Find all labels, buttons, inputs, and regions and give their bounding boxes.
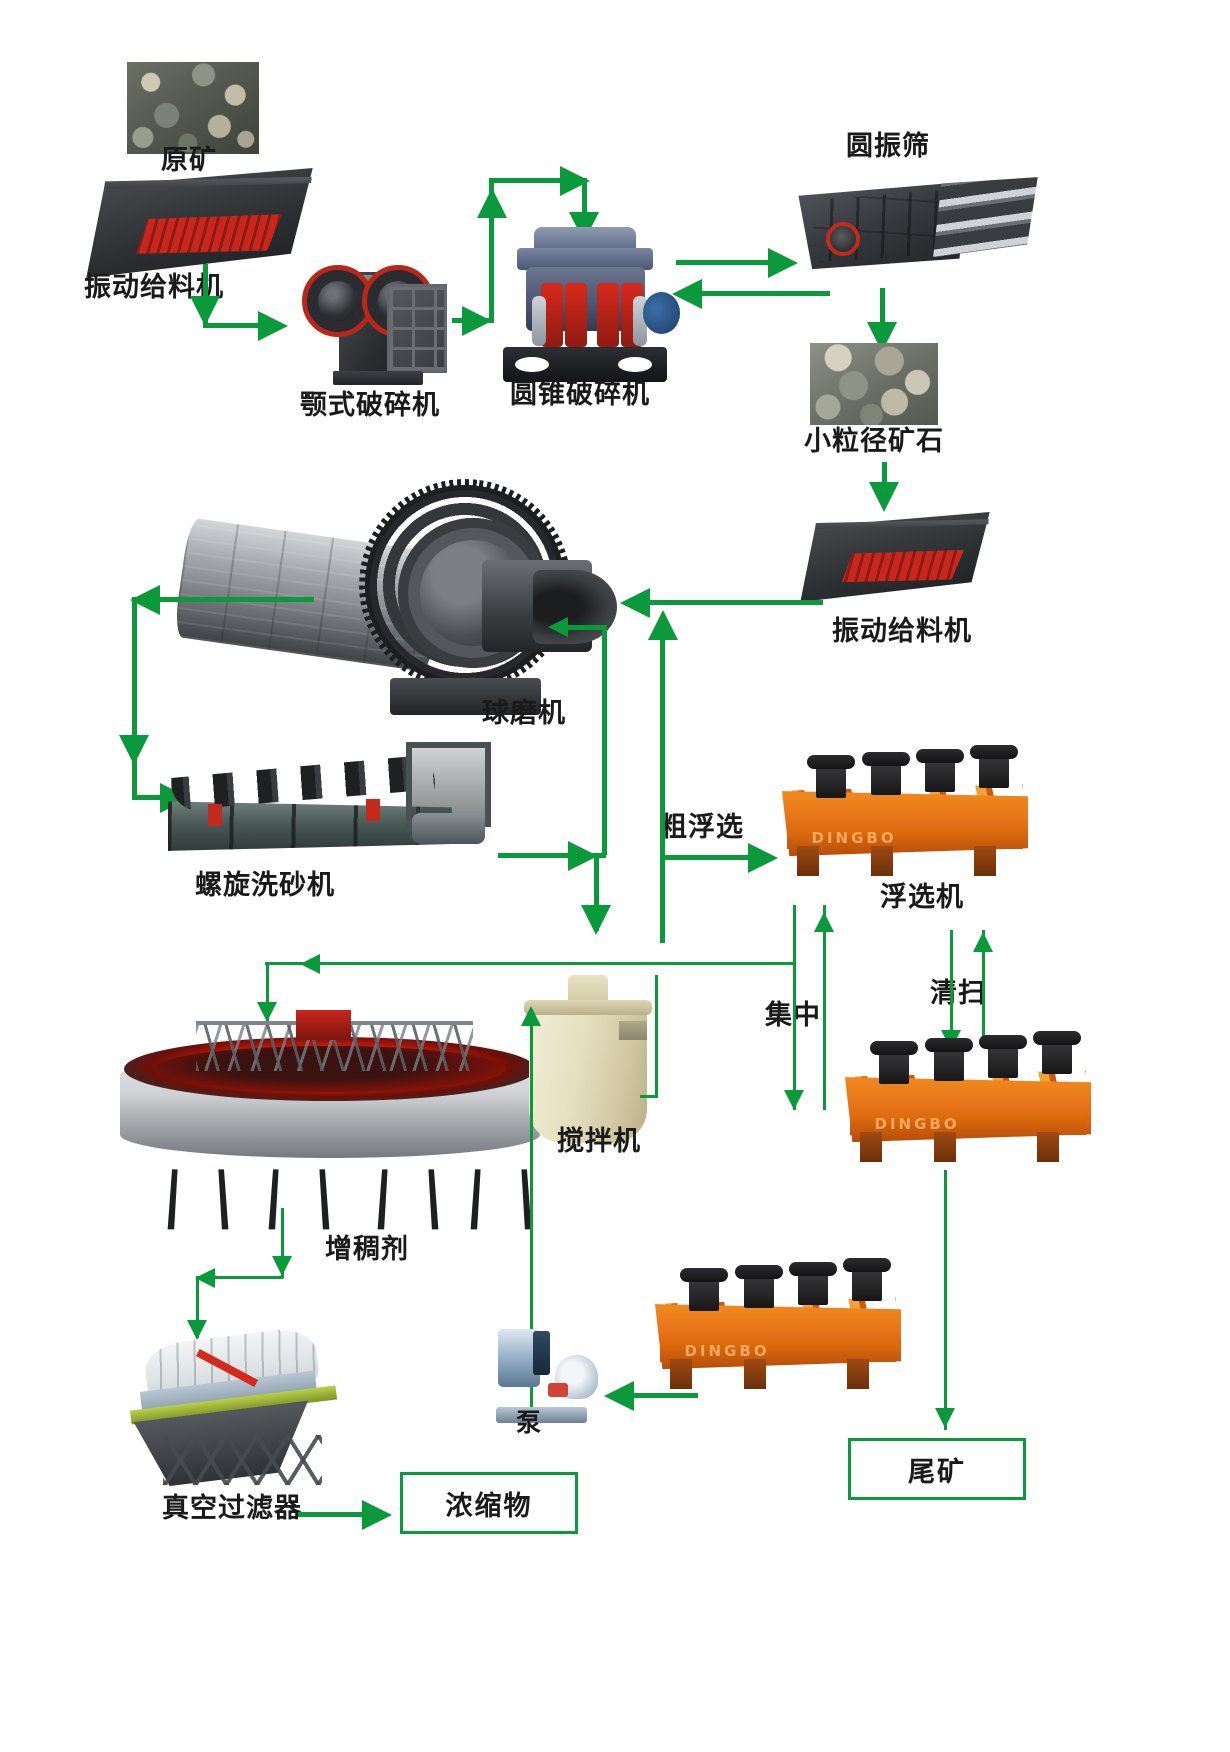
connector-to-tailings: [944, 1170, 947, 1430]
thickener-image: [120, 1010, 540, 1229]
connector-feeder1-right: [203, 323, 263, 328]
connector-scavenging-up: [982, 930, 985, 1048]
vacuum-filter-image: [128, 1325, 348, 1485]
raw-ore-image: [127, 62, 259, 154]
thickener-label: 增稠剂: [325, 1234, 409, 1265]
connector-cone-to-screen: [676, 260, 788, 265]
flotation-brand-1: DINGBO: [811, 829, 897, 848]
circular-vibrating-screen-image: [795, 170, 1038, 288]
arrow-feeder1-down: [190, 296, 220, 326]
flotation-machine-1-image: DINGBO: [782, 745, 1028, 877]
arrow-cone-to-screen: [768, 248, 798, 278]
jaw-crusher-image: [300, 240, 450, 385]
arrow-mill-left-down: [119, 735, 149, 765]
vibrating-feeder-2-image: [800, 512, 989, 602]
connector-thickener-feed-down: [266, 962, 269, 1022]
connector-filter-to-concentrate: [298, 1512, 378, 1517]
small-diameter-ore-label: 小粒径矿石: [804, 426, 944, 457]
connector-rough-flotation-riser: [660, 855, 665, 943]
connector-mill-left-down: [132, 597, 137, 797]
arrow-into-vacuum-filter: [187, 1320, 207, 1340]
arrow-filter-to-concentrate: [362, 1500, 392, 1530]
arrow-to-agitator: [581, 905, 611, 935]
connector-to-vacuum-filter: [196, 1276, 199, 1338]
tailings-output-box[interactable]: 尾矿: [848, 1438, 1026, 1500]
arrow-agitator-left-riser: [521, 1006, 541, 1026]
connector-washer-right: [498, 853, 606, 858]
connector-rough-flotation: [660, 855, 768, 860]
ball-mill-label: 球磨机: [482, 698, 566, 729]
arrow-thickener-down: [272, 1256, 292, 1276]
arrow-thickener-left: [195, 1268, 215, 1288]
connector-screen-return: [700, 291, 830, 296]
arrow-cone-up: [477, 188, 507, 218]
flotation-brand-3: DINGBO: [684, 1342, 770, 1361]
concentrate-output-box[interactable]: 浓缩物: [400, 1472, 578, 1534]
connector-rough-riser-long: [660, 620, 665, 860]
connector-screen-down: [880, 288, 885, 344]
arrow-flot3-to-pump: [604, 1381, 634, 1411]
connector-flot3-to-pump: [612, 1393, 698, 1398]
concentration-label: 集中: [765, 1002, 821, 1029]
vibrating-feeder-2-label: 振动给料机: [832, 616, 972, 647]
jaw-crusher-label: 颚式破碎机: [300, 390, 440, 421]
spiral-sand-washer-label: 螺旋洗砂机: [195, 870, 335, 901]
circular-vibrating-screen-label: 圆振筛: [846, 131, 930, 162]
arrow-ore-to-feeder2: [869, 482, 899, 512]
arrow-concentrate-to-thickener: [300, 954, 320, 974]
connector-scavenging-down: [950, 930, 953, 1050]
connector-concentration-down: [793, 905, 796, 1110]
connector-cone-down-into: [582, 178, 587, 226]
agitator-image: [518, 975, 658, 1150]
flotation-machine-2-image: DINGBO: [845, 1031, 1091, 1163]
cone-crusher-label: 圆锥破碎机: [510, 379, 650, 410]
arrow-screen-return: [672, 279, 702, 309]
rough-flotation-label: 粗浮选: [660, 812, 744, 843]
arrow-rough-flotation: [748, 843, 778, 873]
connector-into-washer: [132, 795, 180, 800]
connector-concentrate-to-thickener: [265, 962, 795, 965]
arrow-feeder2-to-mill: [620, 588, 650, 618]
arrow-concentration-down: [784, 1090, 804, 1110]
connector-concentration-up: [823, 905, 826, 1110]
flotation-brand-2: DINGBO: [874, 1115, 960, 1134]
arrow-feeder1-to-jaw: [258, 311, 288, 341]
arrow-concentration-up: [814, 912, 834, 932]
connector-agitator-right-riser: [655, 975, 658, 1095]
connector-mill-return: [565, 625, 605, 630]
connector-thickener-left: [196, 1276, 283, 1279]
arrow-mill-left: [130, 585, 160, 615]
connector-agitator-right-top: [640, 1095, 658, 1098]
pump-label: 泵: [516, 1408, 543, 1437]
pump-image: [492, 1325, 600, 1425]
arrow-mill-return: [548, 617, 568, 637]
agitator-label: 搅拌机: [557, 1126, 641, 1157]
small-diameter-ore-image: [810, 343, 938, 425]
flotation-machine-label: 浮选机: [880, 882, 964, 913]
connector-feeder2-to-mill: [648, 600, 823, 605]
connector-mill-return-riser: [602, 625, 607, 855]
vibrating-feeder-1-image: [86, 168, 313, 278]
arrow-to-tailings: [935, 1408, 955, 1428]
connector-cone-top: [489, 178, 587, 183]
vacuum-filter-label: 真空过滤器: [162, 1493, 302, 1524]
connector-agitator-left-riser: [530, 1022, 533, 1422]
arrow-washer-right: [568, 841, 598, 871]
ball-mill-image: [172, 470, 617, 720]
spiral-sand-washer-image: [168, 740, 498, 858]
flotation-machine-3-image: DINGBO: [655, 1258, 901, 1390]
arrow-scavenging-up: [973, 932, 993, 952]
raw-ore-label: 原矿: [161, 145, 217, 176]
connector-to-agitator: [594, 853, 599, 931]
connector-cone-up: [489, 178, 494, 320]
arrow-cone-top-right: [560, 166, 590, 196]
arrow-thickener-feed-down: [257, 1002, 277, 1022]
cone-crusher-image: [500, 222, 681, 382]
connector-thickener-down: [281, 1208, 284, 1278]
connector-mill-left: [132, 597, 314, 602]
connector-feeder1-down: [203, 264, 208, 326]
arrow-jaw-to-cone: [462, 306, 492, 336]
scavenging-label: 清扫: [930, 978, 986, 1009]
